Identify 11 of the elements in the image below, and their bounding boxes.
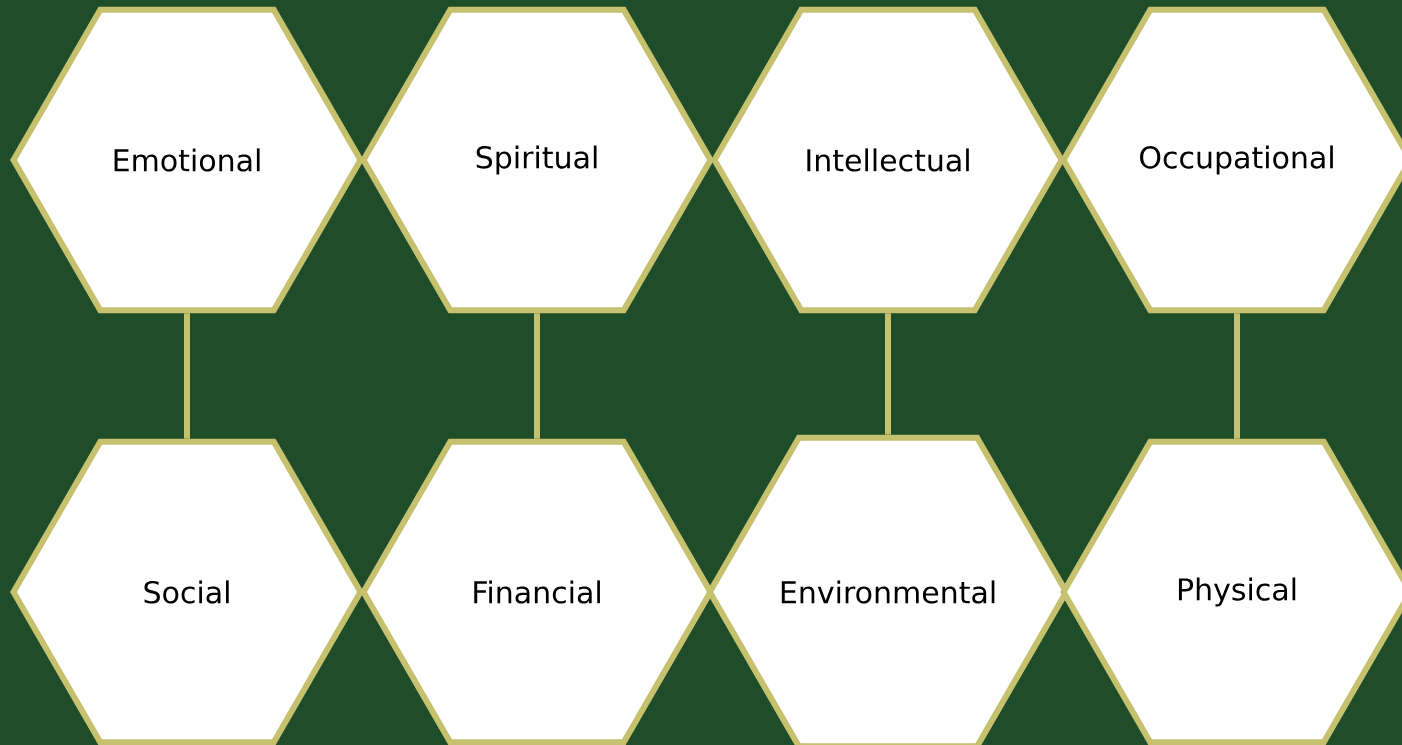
hexagon: Emotional — [10, 6, 364, 314]
hexagon: Social — [10, 438, 364, 745]
hexagon: Occupational — [1060, 6, 1402, 314]
connector-line — [1234, 313, 1241, 439]
hexagon: Environmental — [706, 434, 1070, 745]
hexagon: Spiritual — [360, 6, 714, 314]
hexagon: Physical — [1060, 438, 1402, 745]
connector-line — [534, 313, 540, 439]
connector-line — [885, 313, 891, 435]
hexagon: Intellectual — [711, 6, 1065, 314]
connector-line — [184, 313, 190, 439]
